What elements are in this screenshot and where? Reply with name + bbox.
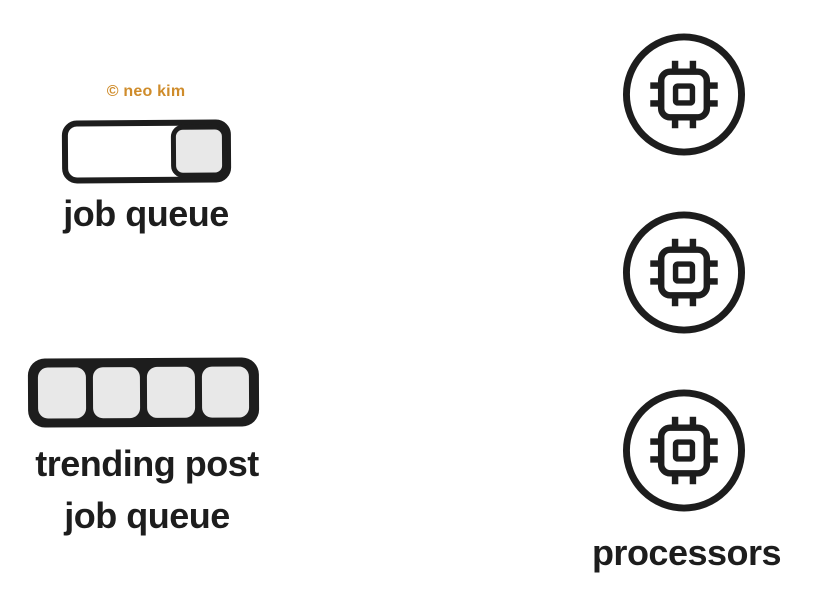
attribution-text: © neo kim: [106, 83, 186, 100]
processor-node: [620, 32, 748, 159]
job-queue-slot: [170, 124, 228, 178]
processor-node: [620, 210, 748, 337]
cpu-chip-icon: [622, 33, 746, 156]
processors-stack: [620, 32, 748, 515]
trending-queue-label: trending post job queue: [17, 438, 277, 542]
trending-queue-slot: [37, 367, 86, 419]
cpu-chip-icon: [622, 211, 746, 334]
job-queue-label: job queue: [63, 193, 229, 234]
trending-queue-label-line1: trending post: [35, 443, 259, 484]
trending-queue-box: [27, 357, 260, 428]
cpu-chip-icon: [622, 389, 746, 512]
trending-queue-slot: [146, 366, 195, 418]
trending-queue-slot: [92, 367, 141, 419]
trending-queue-label-line2: job queue: [64, 494, 230, 536]
processors-label: processors: [591, 532, 782, 573]
job-queue-box: [61, 119, 232, 184]
trending-queue-slot: [201, 366, 250, 418]
processor-node: [620, 388, 748, 515]
